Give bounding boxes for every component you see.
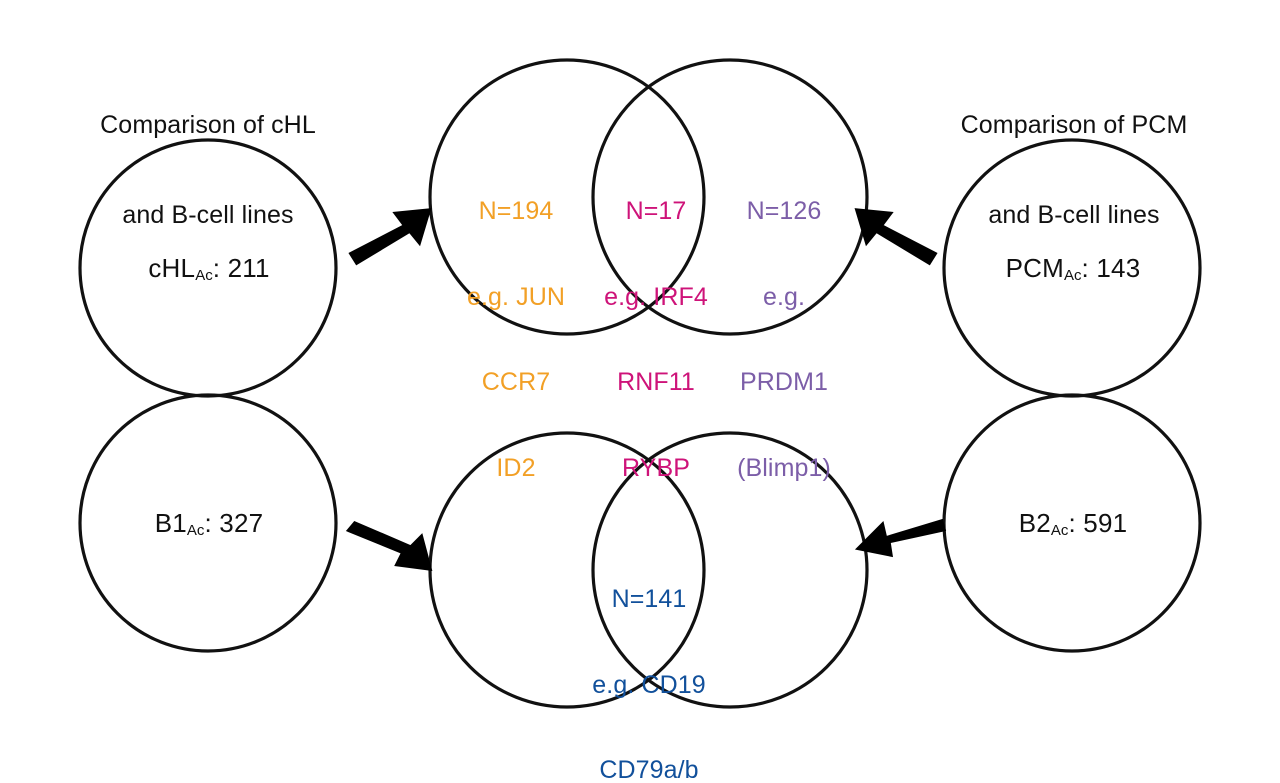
top-venn-overlap-region-text: N=17 e.g. IRF4 RNF11 RYBP: [592, 140, 720, 539]
arrow-bottom-right: [854, 518, 947, 558]
top-venn-left-circle[interactable]: [428, 58, 706, 336]
left-panel-caption: Comparison of cHL and B-cell lines: [48, 50, 368, 290]
top-venn-right-circle[interactable]: [591, 58, 869, 336]
left-circle-pair: [78, 138, 338, 653]
top-right-region-line-1: N=126: [746, 197, 822, 225]
pcm-set-label: PCMAc: 143: [944, 253, 1202, 284]
arrow-top-right: [854, 208, 938, 266]
b1-set-name: B1: [154, 508, 187, 538]
top-left-region-line-3: CCR7: [481, 368, 551, 396]
b1-set-subscript: Ac: [186, 522, 205, 539]
left-caption-line-1: Comparison of cHL: [100, 111, 316, 139]
top-right-region-line-3: PRDM1: [739, 368, 828, 396]
pcm-set-name: PCM: [1005, 253, 1065, 283]
top-left-region-line-1: N=194: [478, 197, 554, 225]
circle-b2[interactable]: [942, 393, 1202, 653]
arrow-bottom-left: [345, 520, 433, 571]
b2-set-count: 591: [1083, 508, 1128, 538]
bottom-venn-overlap-region-text: N=141 e.g. CD19 CD79a/b BLNK: [577, 528, 721, 783]
top-overlap-region-line-4: RYBP: [621, 453, 691, 482]
top-left-region-line-2: e.g. JUN: [466, 282, 566, 311]
b2-set-label: B2Ac: 591: [944, 508, 1202, 539]
right-caption-line-1: Comparison of PCM: [960, 111, 1188, 139]
top-overlap-region-line-1: N=17: [625, 197, 687, 225]
top-right-region-line-4: (Blimp1): [737, 453, 831, 482]
chl-set-separator: :: [212, 253, 228, 283]
top-venn-right-region-text: N=126 e.g. PRDM1 (Blimp1): [712, 140, 856, 539]
pcm-set-subscript: Ac: [1064, 267, 1082, 284]
b2-set-separator: :: [1068, 508, 1084, 538]
top-overlap-region-line-3: RNF11: [617, 368, 695, 396]
left-caption-line-2: and B-cell lines: [122, 201, 294, 229]
b2-set-name: B2: [1018, 508, 1051, 538]
bottom-overlap-region-line-2: e.g. CD19: [592, 670, 706, 699]
b1-set-separator: :: [204, 508, 220, 538]
chl-set-name: cHL: [148, 253, 196, 283]
top-venn-left-region-text: N=194 e.g. JUN CCR7 ID2: [432, 140, 600, 539]
b1-set-label: B1Ac: 327: [80, 508, 338, 539]
circle-b1[interactable]: [78, 393, 338, 653]
b1-set-count: 327: [219, 508, 264, 538]
bottom-overlap-region-line-3: CD79a/b: [599, 756, 699, 783]
right-caption-line-2: and B-cell lines: [988, 201, 1160, 229]
top-overlap-region-line-2: e.g. IRF4: [604, 282, 708, 311]
chl-set-subscript: Ac: [195, 267, 213, 284]
top-venn-circles: [428, 58, 869, 336]
bottom-overlap-region-line-1: N=141: [611, 585, 687, 613]
arrow-top-left: [348, 208, 432, 266]
chl-set-label: cHLAc: 211: [80, 253, 338, 284]
bottom-venn-right-circle[interactable]: [591, 431, 869, 709]
chl-set-count: 211: [227, 253, 270, 283]
right-circle-pair: [942, 138, 1202, 653]
top-right-region-line-2: e.g.: [762, 282, 806, 311]
pcm-set-count: 143: [1096, 253, 1141, 283]
right-panel-caption: Comparison of PCM and B-cell lines: [912, 50, 1236, 290]
b2-set-subscript: Ac: [1050, 522, 1069, 539]
pcm-set-separator: :: [1081, 253, 1097, 283]
top-left-region-line-4: ID2: [496, 453, 536, 482]
